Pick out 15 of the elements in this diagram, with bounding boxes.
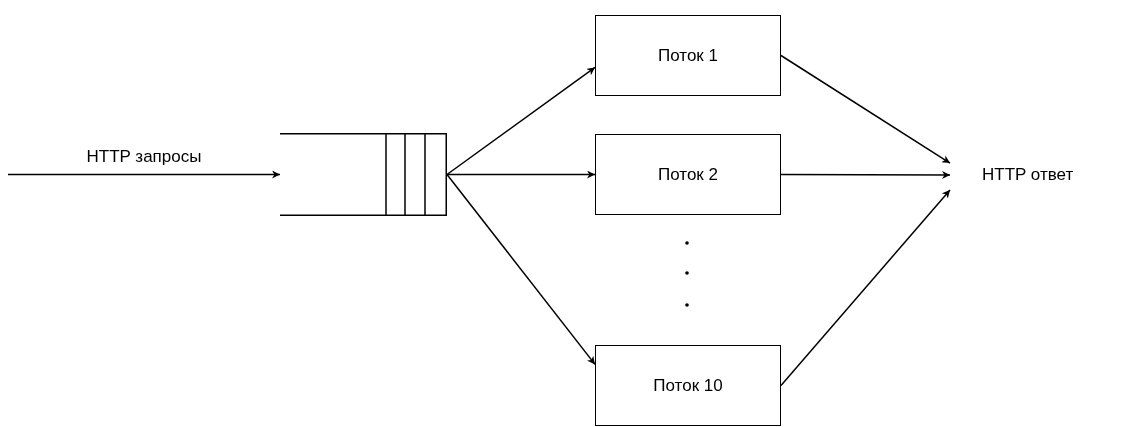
process-box xyxy=(595,15,781,96)
arrow xyxy=(780,189,951,387)
box-label: Поток 1 xyxy=(658,45,718,66)
edge-label: HTTP запросы xyxy=(85,146,203,167)
arrow xyxy=(446,173,596,366)
arrow xyxy=(780,170,951,179)
box-label: Поток 10 xyxy=(653,375,723,396)
arrow xyxy=(7,170,281,179)
arrow xyxy=(446,170,596,179)
output-label: HTTP ответ xyxy=(982,165,1074,185)
arrow xyxy=(780,54,951,164)
process-box xyxy=(595,345,781,426)
process-box xyxy=(595,134,781,215)
arrow xyxy=(446,66,596,176)
box-label: Поток 2 xyxy=(658,164,718,185)
